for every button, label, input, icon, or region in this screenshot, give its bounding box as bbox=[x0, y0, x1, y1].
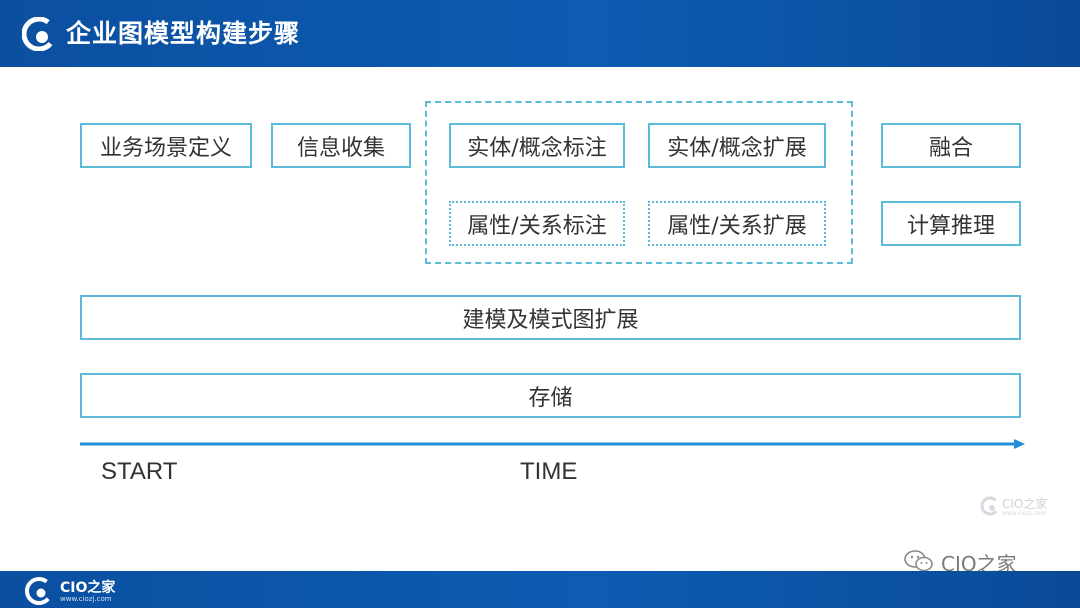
timeline-start-label: START bbox=[101, 458, 178, 485]
step-entity-expansion: 实体/概念扩展 bbox=[648, 123, 826, 168]
cio-logo-icon bbox=[22, 17, 56, 51]
arrow-right-icon bbox=[80, 439, 1025, 449]
step-info-collection: 信息收集 bbox=[271, 123, 411, 168]
watermark-url: www.ciozj.com bbox=[1002, 510, 1047, 517]
step-reasoning: 计算推理 bbox=[881, 201, 1021, 246]
step-modeling: 建模及模式图扩展 bbox=[80, 295, 1021, 340]
wechat-icon bbox=[904, 550, 933, 572]
footer-url: www.ciozj.com bbox=[60, 595, 112, 603]
header-bar: 企业图模型构建步骤 bbox=[0, 0, 1080, 67]
wechat-watermark: CIO之家 bbox=[903, 548, 1053, 576]
brand-watermark: CIO之家 www.ciozj.com bbox=[980, 494, 1070, 522]
cio-watermark-icon bbox=[980, 496, 1000, 516]
timeline-time-label: TIME bbox=[520, 458, 578, 485]
step-entity-annotation: 实体/概念标注 bbox=[449, 123, 625, 168]
cio-footer-icon bbox=[25, 577, 53, 605]
step-scene-definition: 业务场景定义 bbox=[80, 123, 252, 168]
footer-logo: CIO之家 www.ciozj.com bbox=[24, 575, 134, 605]
step-attribute-expansion: 属性/关系扩展 bbox=[648, 201, 826, 246]
footer-brand: CIO之家 bbox=[60, 580, 116, 596]
page-title: 企业图模型构建步骤 bbox=[66, 19, 301, 48]
step-attribute-annotation: 属性/关系标注 bbox=[449, 201, 625, 246]
step-fusion: 融合 bbox=[881, 123, 1021, 168]
step-storage: 存储 bbox=[80, 373, 1021, 418]
watermark-brand: CIO之家 bbox=[1002, 497, 1048, 511]
footer-bar bbox=[0, 571, 1080, 608]
annotation-expansion-group bbox=[425, 101, 853, 264]
